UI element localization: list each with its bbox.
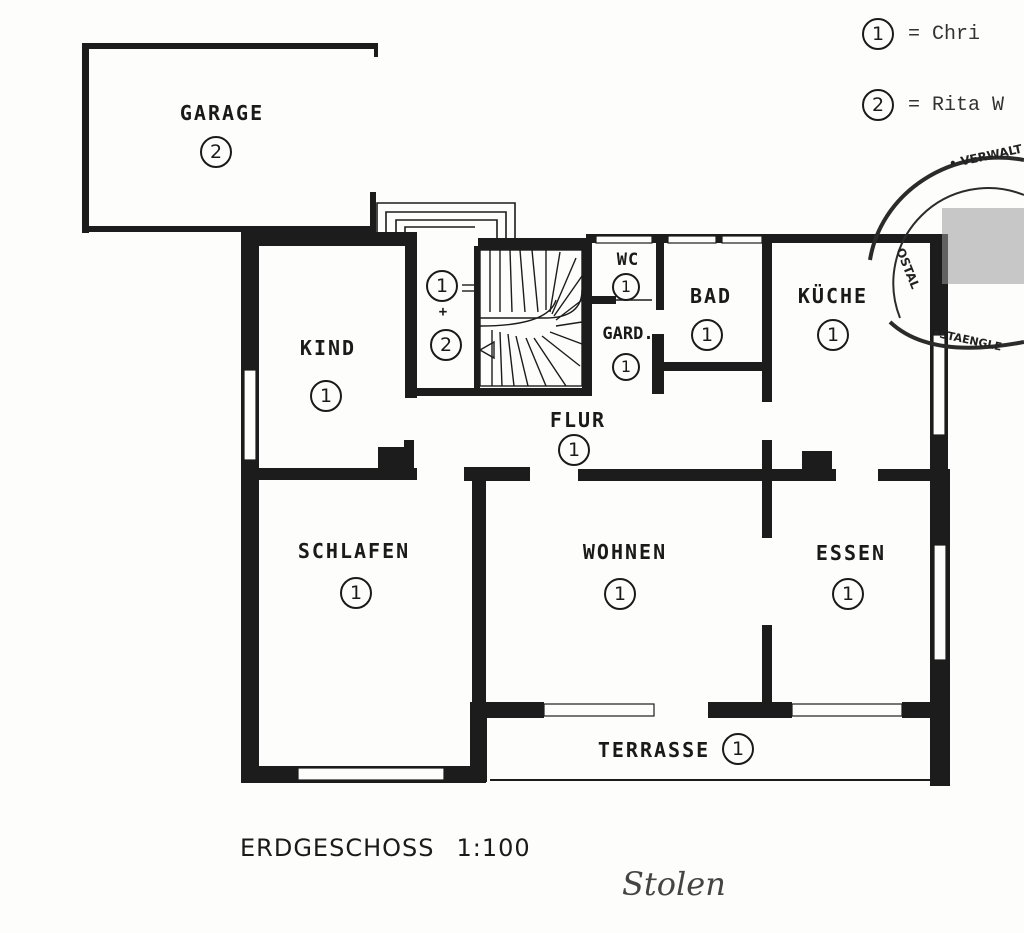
wall-south-a: [472, 702, 544, 718]
room-owner-wc: 1: [612, 273, 640, 301]
wall-kind-right: [405, 246, 417, 398]
room-label-flur: FLUR: [549, 408, 607, 432]
floor-name: ERDGESCHOSS: [240, 834, 435, 862]
chimney-left-stub: [404, 440, 414, 470]
window-kind: [243, 369, 257, 461]
garage-wall-left: [82, 43, 89, 233]
window-bad: [667, 235, 717, 244]
room-label-bad: BAD: [689, 284, 733, 308]
garage-wall-top: [84, 43, 378, 49]
room-owner-essen: 1: [832, 578, 864, 610]
room-label-schlafen: SCHLAFEN: [297, 539, 411, 563]
owner-2-marker: 2: [862, 89, 894, 121]
garage-wall-stub: [374, 43, 378, 57]
room-owner-schlafen: 1: [340, 577, 372, 609]
stair-plus: +: [438, 304, 450, 320]
room-label-gard: GARD.: [602, 324, 654, 344]
window-wc: [595, 235, 653, 244]
handwritten-signature: Stolen: [622, 865, 726, 903]
svg-text:• VERWALT: • VERWALT: [948, 142, 1024, 171]
wall-wc-bottom: [592, 296, 616, 304]
window-essen-south: [791, 703, 903, 717]
wall-stair-bottom: [417, 388, 589, 396]
wall-gard-right-b: [652, 334, 664, 394]
legend-owner-1: 1 = Chri: [862, 18, 980, 50]
room-label-essen: ESSEN: [815, 541, 887, 565]
wall-wohnen-essen-lower: [762, 625, 772, 705]
room-owner-gard: 1: [612, 353, 640, 381]
svg-text:OSTAL: OSTAL: [893, 246, 922, 291]
room-owner-terrasse: 1: [722, 733, 754, 765]
wall-stair-right: [582, 240, 592, 396]
wall-gard-right-a: [656, 240, 664, 310]
window-kueche-north: [721, 235, 763, 244]
wall-bad-bottom: [664, 362, 770, 371]
wall-wohnen-top: [578, 469, 836, 481]
legend-owner-1-name: = Chri: [908, 22, 981, 46]
room-owner-wohnen: 1: [604, 578, 636, 610]
room-label-kind: KIND: [299, 336, 357, 360]
room-owner-kueche: 1: [817, 319, 849, 351]
wall-stair-left: [474, 246, 480, 394]
room-label-wohnen: WOHNEN: [582, 540, 668, 564]
plan-title: ERDGESCHOSS 1:100: [240, 834, 531, 862]
room-owner-garage: 2: [200, 136, 232, 168]
room-owner-stair-2: 2: [430, 329, 462, 361]
plan-scale: 1:100: [456, 834, 531, 862]
room-label-terrasse: TERRASSE: [597, 738, 711, 762]
wall-wohnen-left: [472, 470, 486, 720]
room-owner-stair-1: 1: [426, 270, 458, 302]
wall-south-c: [902, 702, 948, 718]
window-kueche-east: [932, 334, 946, 436]
wall-left: [241, 232, 259, 782]
window-wohnen: [543, 703, 655, 717]
wall-schlafen-terrace: [470, 702, 486, 782]
owner-1-marker: 1: [862, 18, 894, 50]
wall-essen-top-right: [878, 469, 950, 481]
wall-south-b: [708, 702, 792, 718]
chimney-right: [802, 451, 832, 475]
window-essen-east: [933, 544, 947, 661]
room-label-garage: GARAGE: [179, 101, 265, 125]
room-owner-kind: 1: [310, 380, 342, 412]
wall-flur-divider: [762, 440, 772, 538]
wall-top-left: [241, 232, 417, 246]
wall-bad-kueche: [762, 236, 772, 402]
legend-owner-2: 2 = Rita W: [862, 89, 1004, 121]
room-owner-bad: 1: [691, 319, 723, 351]
wall-kind-schlafen: [259, 468, 417, 480]
garage-wall-end: [370, 192, 376, 232]
window-schlafen: [297, 767, 445, 781]
room-label-wc: WC: [616, 250, 640, 270]
wall-top-stair: [478, 238, 586, 250]
legend-owner-2-name: = Rita W: [908, 93, 1005, 117]
garage-wall-bottom: [82, 226, 374, 232]
room-owner-flur: 1: [558, 434, 590, 466]
room-label-kueche: KÜCHE: [797, 284, 869, 308]
